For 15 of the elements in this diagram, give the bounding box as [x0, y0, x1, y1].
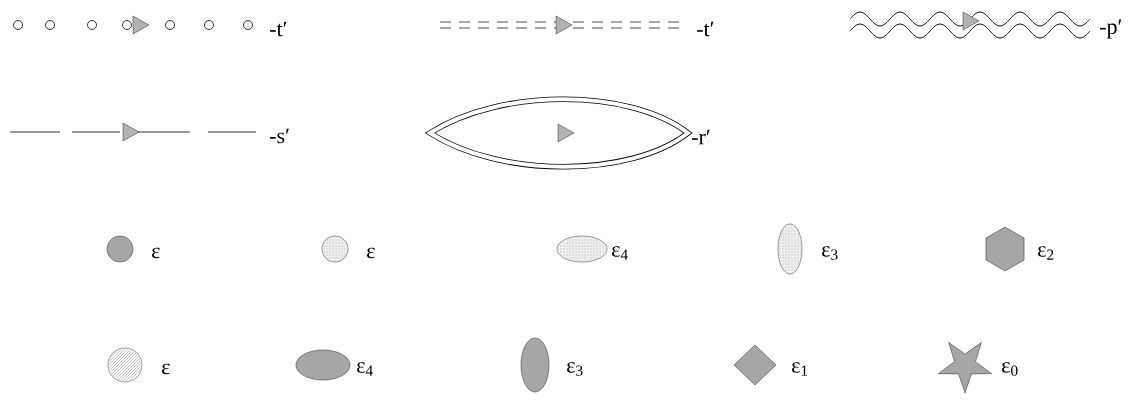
- legend-label: ε$_{4}$: [357, 362, 373, 376]
- legend-label: ε$_{2}$: [1038, 246, 1054, 260]
- legend-label: ε$_{1}$: [792, 362, 808, 376]
- legend-label: -s′: [270, 128, 289, 144]
- legend-label: ε$_{4}$: [612, 246, 628, 260]
- legend-label: -p′: [1100, 19, 1122, 39]
- legend-label: ε: [152, 247, 160, 259]
- legend-label: ε$_{3}$: [822, 246, 838, 260]
- legend-label: -t′: [270, 21, 287, 37]
- legend-label: -r′: [692, 129, 710, 145]
- legend-label: ε$_{0}$: [1002, 362, 1018, 376]
- legend-label: ε$_{3}$: [567, 362, 583, 376]
- legend-label: -t′: [697, 21, 714, 37]
- legend-label: ε: [367, 247, 375, 259]
- legend-label: ε: [162, 363, 170, 375]
